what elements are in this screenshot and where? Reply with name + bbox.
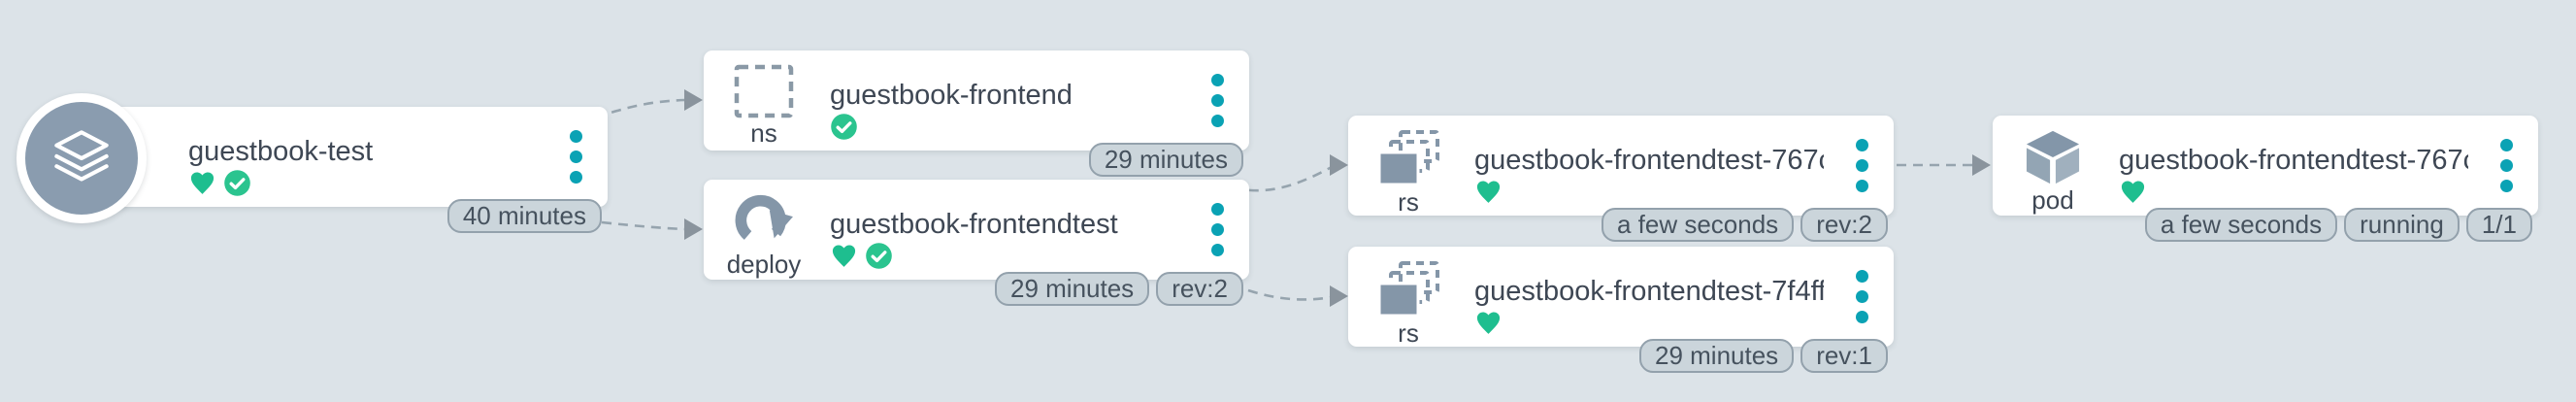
application-circle[interactable] xyxy=(17,93,147,223)
kind-label: ns xyxy=(750,118,777,148)
kind-block: rs xyxy=(1370,260,1447,346)
kebab-menu-button[interactable] xyxy=(1211,74,1224,127)
synced-check-icon xyxy=(866,243,892,269)
node-replicaset-new[interactable]: rs guestbook-frontendtest-767c9... a few… xyxy=(1348,116,1894,242)
resource-name: guestbook-frontendtest xyxy=(830,209,1118,240)
kind-block: deploy xyxy=(725,193,803,277)
deployment-icon xyxy=(735,194,793,240)
replicaset-icon xyxy=(1377,261,1439,318)
healthy-heart-icon xyxy=(2121,181,2145,203)
replicaset-icon xyxy=(1377,130,1439,186)
node-replicaset-old[interactable]: rs guestbook-frontendtest-7f4ffb... 29 m… xyxy=(1348,247,1894,373)
status-icons xyxy=(188,169,251,197)
kebab-menu-button[interactable] xyxy=(2500,139,2513,192)
badge-row: a few seconds rev:2 xyxy=(1601,208,1888,242)
kebab-menu-button[interactable] xyxy=(1856,139,1868,192)
healthy-heart-icon xyxy=(832,245,856,267)
arrowhead-icon xyxy=(684,218,703,240)
age-badge: a few seconds xyxy=(2144,208,2338,242)
layers-application-icon xyxy=(54,130,109,182)
badge-row: 29 minutes rev:2 xyxy=(995,272,1243,306)
kind-block: ns xyxy=(725,64,803,146)
age-badge: 40 minutes xyxy=(446,199,602,233)
namespace-icon xyxy=(734,64,794,118)
revision-badge: rev:1 xyxy=(1800,339,1888,373)
arrowhead-icon xyxy=(1330,285,1348,307)
synced-check-icon xyxy=(831,114,857,140)
arrowhead-icon xyxy=(1330,154,1348,176)
synced-check-icon xyxy=(224,170,250,196)
resource-name: guestbook-test xyxy=(188,136,374,167)
status-icons xyxy=(830,242,893,270)
kebab-menu-button[interactable] xyxy=(570,130,582,184)
kind-label: rs xyxy=(1398,187,1419,217)
status-icons xyxy=(1474,178,1503,206)
status-icons xyxy=(2119,178,2147,206)
kind-block: rs xyxy=(1370,129,1447,215)
badge-row: a few seconds running 1/1 xyxy=(2144,208,2532,242)
arrowhead-icon xyxy=(1972,154,1991,176)
node-application[interactable]: guestbook-test 40 minutes xyxy=(62,107,608,233)
resource-name: guestbook-frontendtest-7f4ffb... xyxy=(1474,276,1824,307)
healthy-heart-icon xyxy=(190,172,215,194)
badge-row: 40 minutes xyxy=(446,199,602,233)
pod-cube-icon xyxy=(2026,130,2080,184)
kind-block: pod xyxy=(2014,129,2092,213)
kind-label: rs xyxy=(1398,318,1419,348)
age-badge: 29 minutes xyxy=(1639,339,1795,373)
resource-name: guestbook-frontendtest-767c9... xyxy=(1474,145,1824,176)
node-namespace[interactable]: ns guestbook-frontend 29 minutes xyxy=(704,50,1249,177)
revision-badge: rev:2 xyxy=(1800,208,1888,242)
status-icons xyxy=(1474,309,1503,337)
healthy-heart-icon xyxy=(1476,181,1501,203)
resource-name: guestbook-frontendtest-767c9... xyxy=(2119,145,2468,176)
edge-app-to-deploy xyxy=(601,220,686,231)
status-icons xyxy=(830,113,858,141)
badge-row: 29 minutes xyxy=(1088,143,1243,177)
kind-label: pod xyxy=(2031,185,2074,215)
arrowhead-icon xyxy=(684,89,703,111)
node-pod[interactable]: pod guestbook-frontendtest-767c9... a fe… xyxy=(1993,116,2538,242)
kebab-menu-button[interactable] xyxy=(1856,270,1868,323)
healthy-heart-icon xyxy=(1476,312,1501,334)
phase-badge: running xyxy=(2344,208,2460,242)
ready-count-badge: 1/1 xyxy=(2465,208,2532,242)
age-badge: 29 minutes xyxy=(995,272,1150,306)
kind-label: deploy xyxy=(726,250,802,279)
badge-row: 29 minutes rev:1 xyxy=(1639,339,1888,373)
revision-badge: rev:2 xyxy=(1156,272,1243,306)
age-badge: 29 minutes xyxy=(1088,143,1243,177)
kebab-menu-button[interactable] xyxy=(1211,203,1224,256)
node-deployment[interactable]: deploy guestbook-frontendtest 29 minutes… xyxy=(704,180,1249,306)
resource-name: guestbook-frontend xyxy=(830,80,1073,111)
edge-deploy-to-rs-old xyxy=(1247,288,1333,301)
age-badge: a few seconds xyxy=(1601,208,1795,242)
